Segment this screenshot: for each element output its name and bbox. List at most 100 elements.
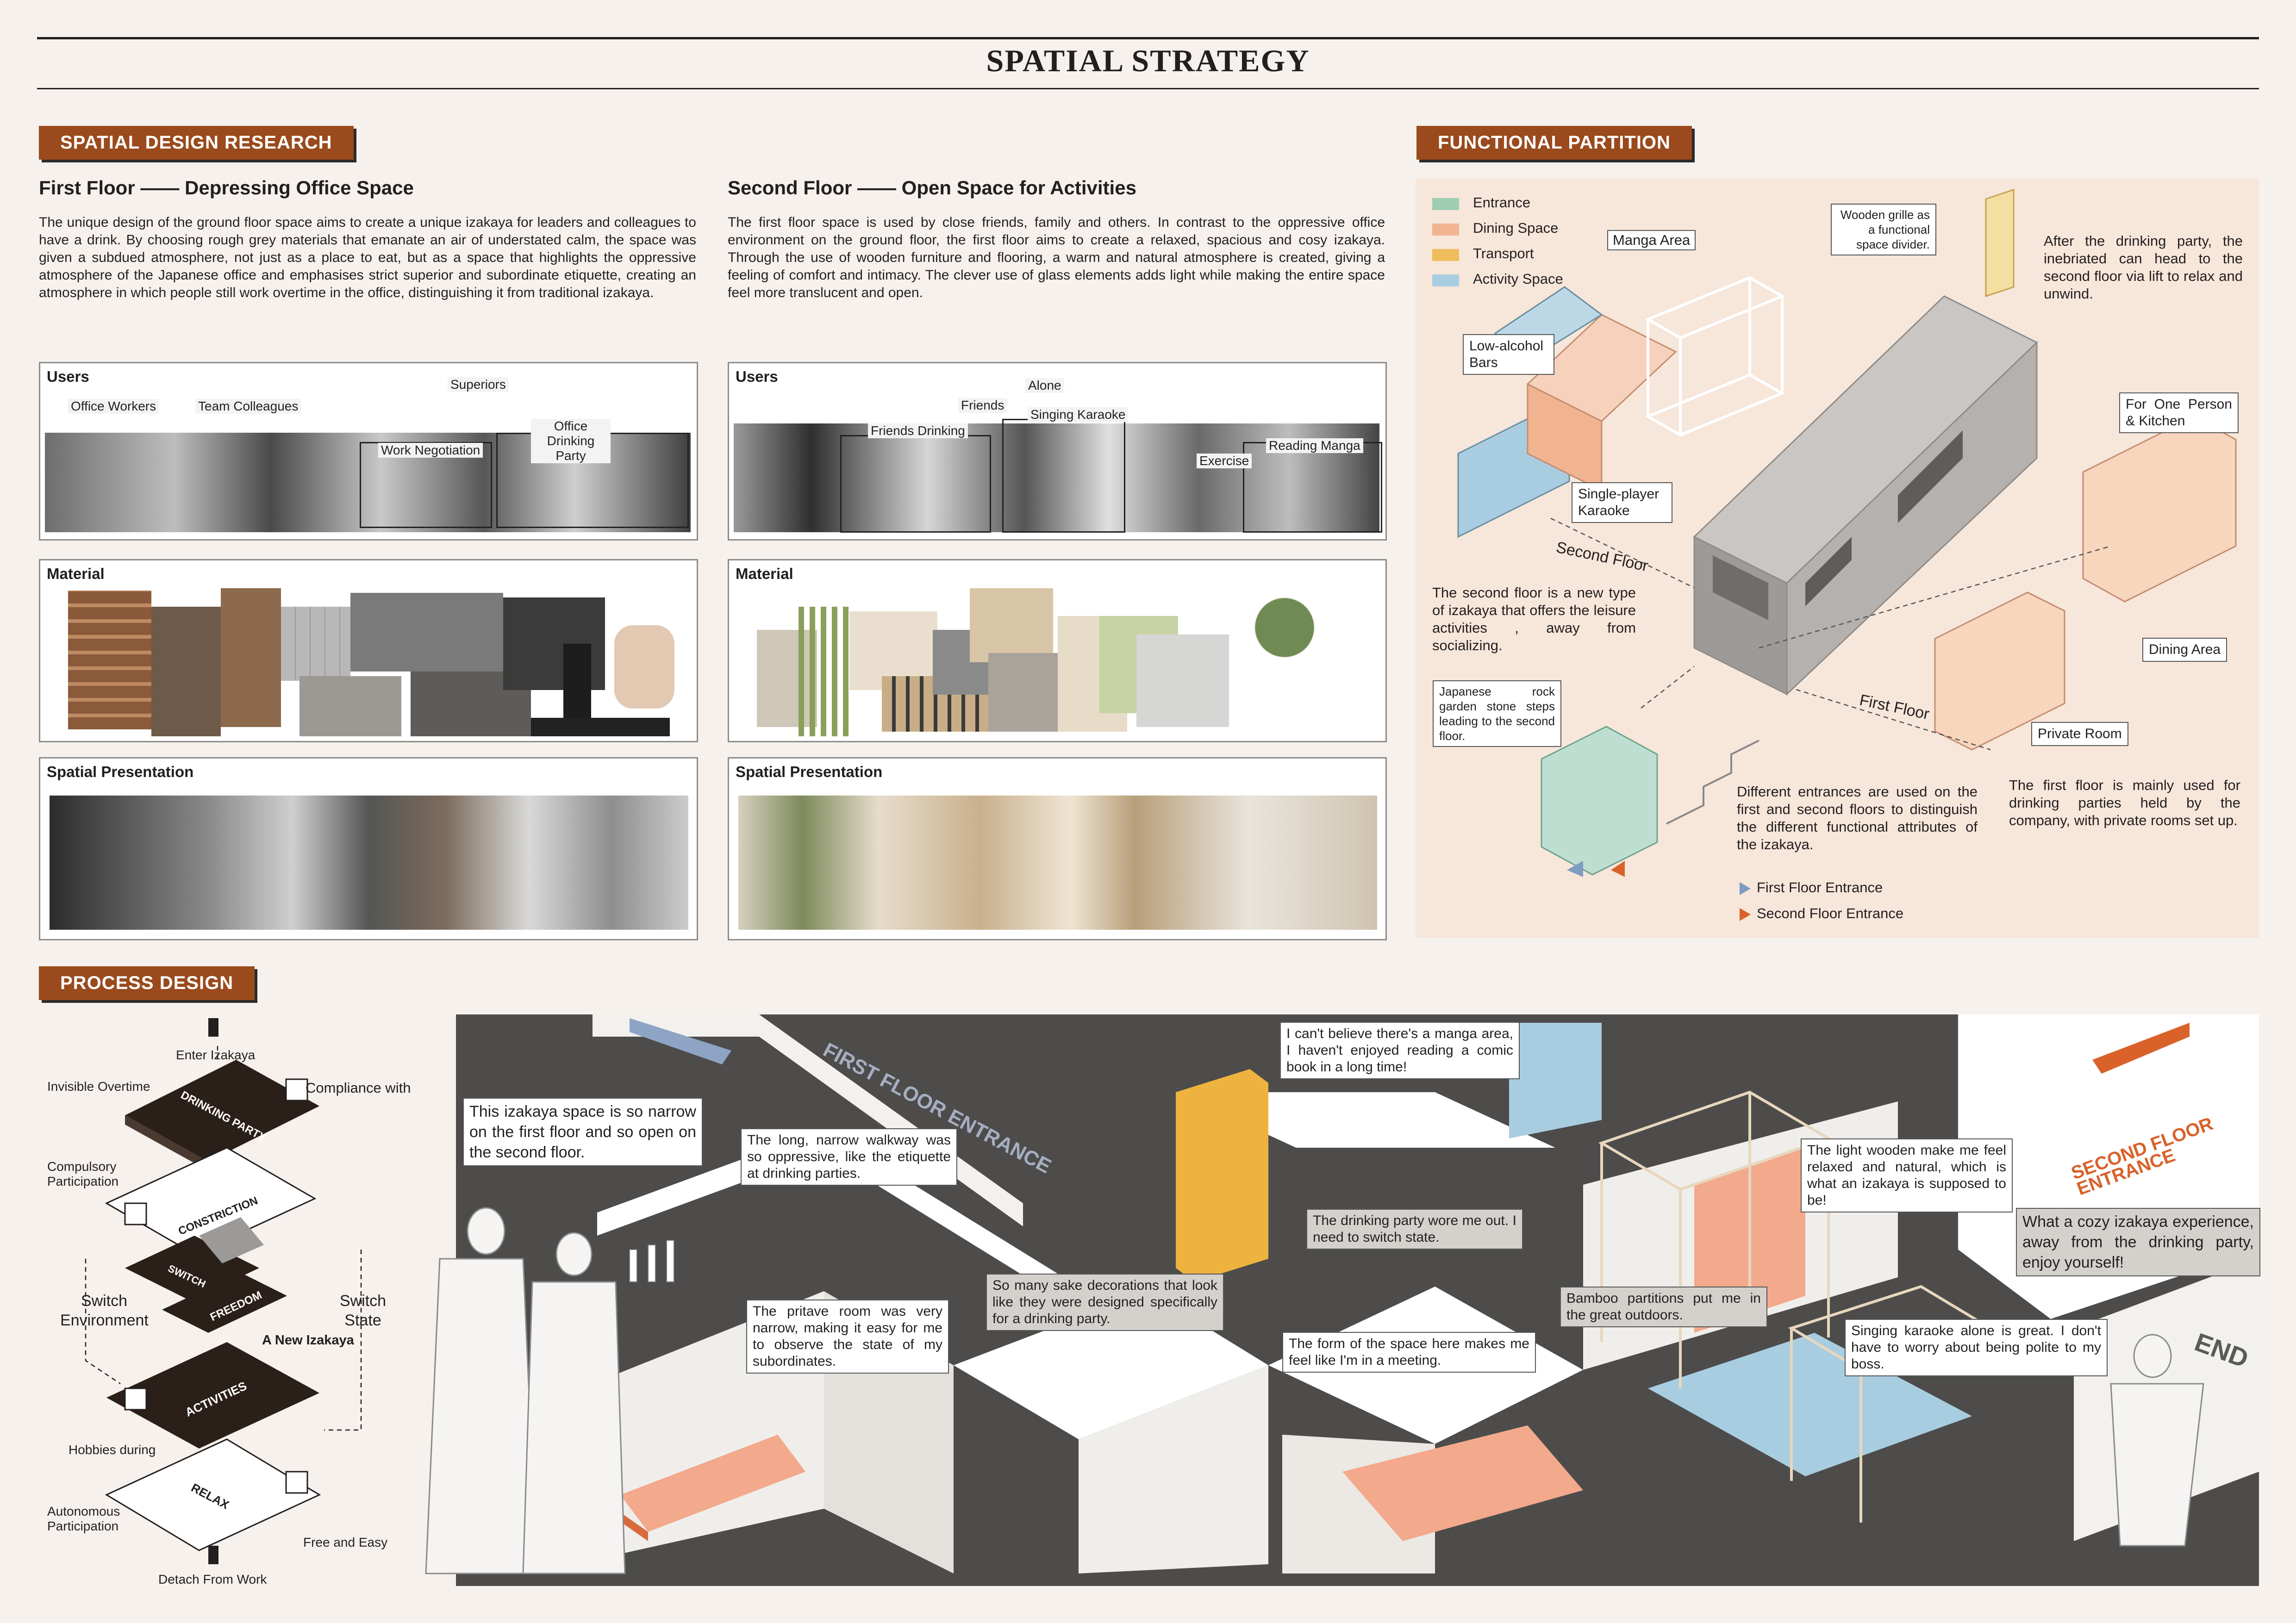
sake-bottle (563, 644, 591, 722)
top-rule (37, 37, 2259, 39)
legend-label: Transport (1473, 245, 1534, 261)
user-label: Singing Karaoke (1028, 407, 1129, 422)
second-floor-users-panel: Users Alone Friends Friends Drinking Sin… (728, 362, 1387, 541)
first-floor-material-panel: Material (39, 559, 698, 742)
lift-note: After the drinking party, the inebriated… (2044, 233, 2243, 302)
second-floor-material-panel: Material (728, 559, 1387, 742)
switch-label: SWITCH (166, 1262, 208, 1290)
user-label: Team Colleagues (195, 399, 301, 414)
concrete-swatch (350, 593, 503, 672)
wooden-grille-note: Wooden grille as a functional space divi… (1831, 204, 1936, 255)
photo-frame (840, 435, 991, 533)
panel-label: Spatial Presentation (736, 763, 883, 780)
compulsory-label: Compulsory Participation (47, 1159, 119, 1188)
photo-frame (360, 442, 492, 528)
first-floor-text: The unique design of the ground floor sp… (39, 215, 696, 300)
spatial-render-strip (738, 796, 1377, 930)
wood-swatch (221, 588, 281, 727)
legend-swatch-entrance (1432, 198, 1459, 210)
switch-environment-label: Switch Environment (60, 1292, 149, 1329)
hand-photo (614, 625, 674, 709)
counter-swatch (531, 718, 670, 736)
panel-label: Users (736, 368, 778, 385)
panel-label: Material (736, 565, 793, 582)
user-label: Reading Manga (1266, 438, 1363, 453)
user-label: Office Drinking Party (531, 419, 611, 463)
second-entrance-legend: Second Floor Entrance (1757, 905, 1904, 921)
walkthrough-scene (456, 1014, 2259, 1586)
user-label: Office Workers (68, 399, 159, 414)
legend-label: Entrance (1473, 194, 1531, 211)
entrances-description: Different entrances are used on the firs… (1737, 784, 1978, 852)
switch-state-label: Switch State (339, 1292, 387, 1329)
second-floor-spatial-panel: Spatial Presentation (728, 757, 1387, 940)
spatial-render-strip (50, 796, 688, 930)
bamboo-swatch (799, 607, 849, 736)
user-label: Exercise (1197, 454, 1252, 468)
user-label: Work Negotiation (378, 443, 483, 458)
stone-swatch (299, 676, 401, 736)
second-floor-heading: Second Floor —— Open Space for Activitie… (728, 177, 1136, 199)
wood-swatch (970, 588, 1053, 662)
first-floor-users-panel: Users Office Workers Team Colleagues Sup… (39, 362, 698, 541)
user-label: Friends (958, 398, 1007, 413)
invisible-overtime-label: Invisible Overtime (47, 1079, 150, 1094)
bubble-bamboo: Bamboo partitions put me in the great ou… (1560, 1287, 1767, 1327)
new-izakaya-label: A New Izakaya (262, 1333, 354, 1348)
title-underline (37, 88, 2259, 89)
bubble-light-wood: The light wooden make me feel relaxed an… (1801, 1138, 2013, 1213)
rock-garden-note: Japanese rock garden stone steps leading… (1433, 680, 1561, 747)
bubble-walkway: The long, narrow walkway was so oppressi… (741, 1128, 957, 1186)
relax-label: RELAX (189, 1480, 232, 1512)
dark-wood-swatch (151, 607, 221, 736)
activities-label: ACTIVITIES (183, 1379, 249, 1419)
freedom-label: FREEDOM (208, 1288, 264, 1324)
user-label: Friends Drinking (868, 423, 968, 438)
first-floor-description: The first floor is mainly used for drink… (2009, 777, 2240, 828)
legend-swatch-activity (1432, 274, 1459, 286)
bubble-karaoke: Singing karaoke alone is great. I don't … (1845, 1319, 2108, 1376)
page-title: SPATIAL STRATEGY (986, 43, 1310, 78)
tile-swatch (281, 607, 350, 681)
drinking-party-label: DRINKING PARTY (178, 1088, 268, 1144)
autonomous-label: Autonomous Participation (47, 1504, 120, 1533)
bubble-meeting: The form of the space here makes me feel… (1282, 1332, 1536, 1373)
bubble-manga: I can't believe there's a manga area, I … (1280, 1022, 1520, 1079)
panel-label: Material (47, 565, 105, 582)
first-floor-spatial-panel: Spatial Presentation (39, 757, 698, 940)
hobbies-label: Hobbies during (69, 1443, 156, 1457)
bubble-private-room: The pritave room was very narrow, making… (746, 1300, 949, 1374)
single-karaoke-label: Single-player Karaoke (1572, 482, 1672, 523)
manga-area-label: Manga Area (1607, 230, 1696, 250)
bonsai-photo (1234, 579, 1335, 718)
legend-label: Dining Space (1473, 220, 1559, 236)
first-floor-heading: First Floor —— Depressing Office Space (39, 177, 414, 199)
bubble-narrow: This izakaya space is so narrow on the f… (463, 1098, 703, 1166)
second-floor-text: The first floor space is used by close f… (728, 215, 1385, 300)
private-room-label: Private Room (2031, 722, 2128, 746)
section-tag-research: SPATIAL DESIGN RESEARCH (39, 126, 354, 160)
first-entrance-legend: First Floor Entrance (1757, 879, 1883, 895)
second-floor-description: The second floor is a new type of izakay… (1432, 585, 1636, 653)
user-label: Superiors (448, 377, 509, 392)
low-alcohol-bars-label: Low-alcohol Bars (1463, 334, 1554, 375)
dining-area-label: Dining Area (2142, 638, 2227, 662)
section-tag-process: PROCESS DESIGN (39, 966, 255, 1000)
free-easy-label: Free and Easy (303, 1535, 388, 1549)
bubble-cozy: What a cozy izakaya experience, away fro… (2016, 1208, 2260, 1276)
constriction-label: CONSTRICTION (176, 1194, 260, 1238)
wood-slat-swatch (68, 591, 151, 729)
legend-swatch-dining (1432, 224, 1459, 236)
photo-frame (1243, 442, 1382, 533)
bubble-wore-out: The drinking party wore me out. I need t… (1306, 1209, 1523, 1250)
detach-label: Detach From Work (158, 1572, 267, 1586)
enter-izakaya-label: Enter Izakaya (176, 1048, 256, 1062)
user-label: Alone (1025, 378, 1064, 393)
section-tag-partition: FUNCTIONAL PARTITION (1416, 126, 1692, 160)
bubble-sake: So many sake decorations that look like … (986, 1274, 1224, 1331)
panel-label: Users (47, 368, 89, 385)
compliance-label: Compliance with (306, 1080, 411, 1096)
glass-swatch (1136, 634, 1229, 727)
legend-label: Activity Space (1473, 271, 1563, 287)
panel-label: Spatial Presentation (47, 763, 194, 780)
